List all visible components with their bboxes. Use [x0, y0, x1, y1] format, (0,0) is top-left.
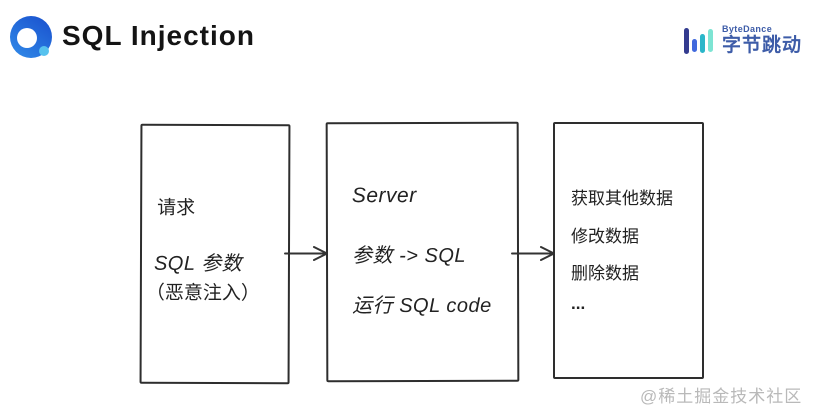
request-line-1: 请求 — [157, 197, 196, 219]
server-line-2: 参数 -> SQL — [351, 244, 467, 268]
flow-arrow-2 — [511, 246, 555, 261]
bytedance-bars-icon — [684, 28, 713, 54]
impact-line-1: 获取其他数据 — [571, 189, 673, 208]
flow-box-server: Server 参数 -> SQL 运行 SQL code — [325, 121, 520, 383]
bytedance-brand: ByteDance 字节跳动 — [684, 24, 802, 57]
flow-arrow-1 — [284, 246, 328, 261]
impact-line-3: 删除数据 — [571, 264, 639, 283]
flow-box-impact: 获取其他数据 修改数据 删除数据 ... — [553, 122, 704, 379]
page-title: SQL Injection — [62, 20, 255, 51]
bytedance-name-zh: 字节跳动 — [722, 35, 803, 56]
logo-dot — [39, 46, 49, 56]
server-line-1: Server — [351, 184, 417, 208]
request-line-2: SQL 参数 — [153, 252, 243, 276]
request-line-3: （恶意注入） — [145, 282, 260, 305]
server-line-3: 运行 SQL code — [352, 294, 492, 318]
impact-line-4: ... — [571, 294, 586, 313]
qq-browser-logo-icon — [10, 16, 52, 58]
bytedance-brand-text: ByteDance 字节跳动 — [722, 24, 802, 57]
watermark: @稀土掘金技术社区 — [640, 387, 803, 406]
impact-line-2: 修改数据 — [571, 227, 639, 246]
bytedance-name-en: ByteDance — [722, 24, 773, 34]
logo-hole — [17, 28, 37, 48]
flow-box-request: 请求 SQL 参数 （恶意注入） — [139, 123, 291, 385]
